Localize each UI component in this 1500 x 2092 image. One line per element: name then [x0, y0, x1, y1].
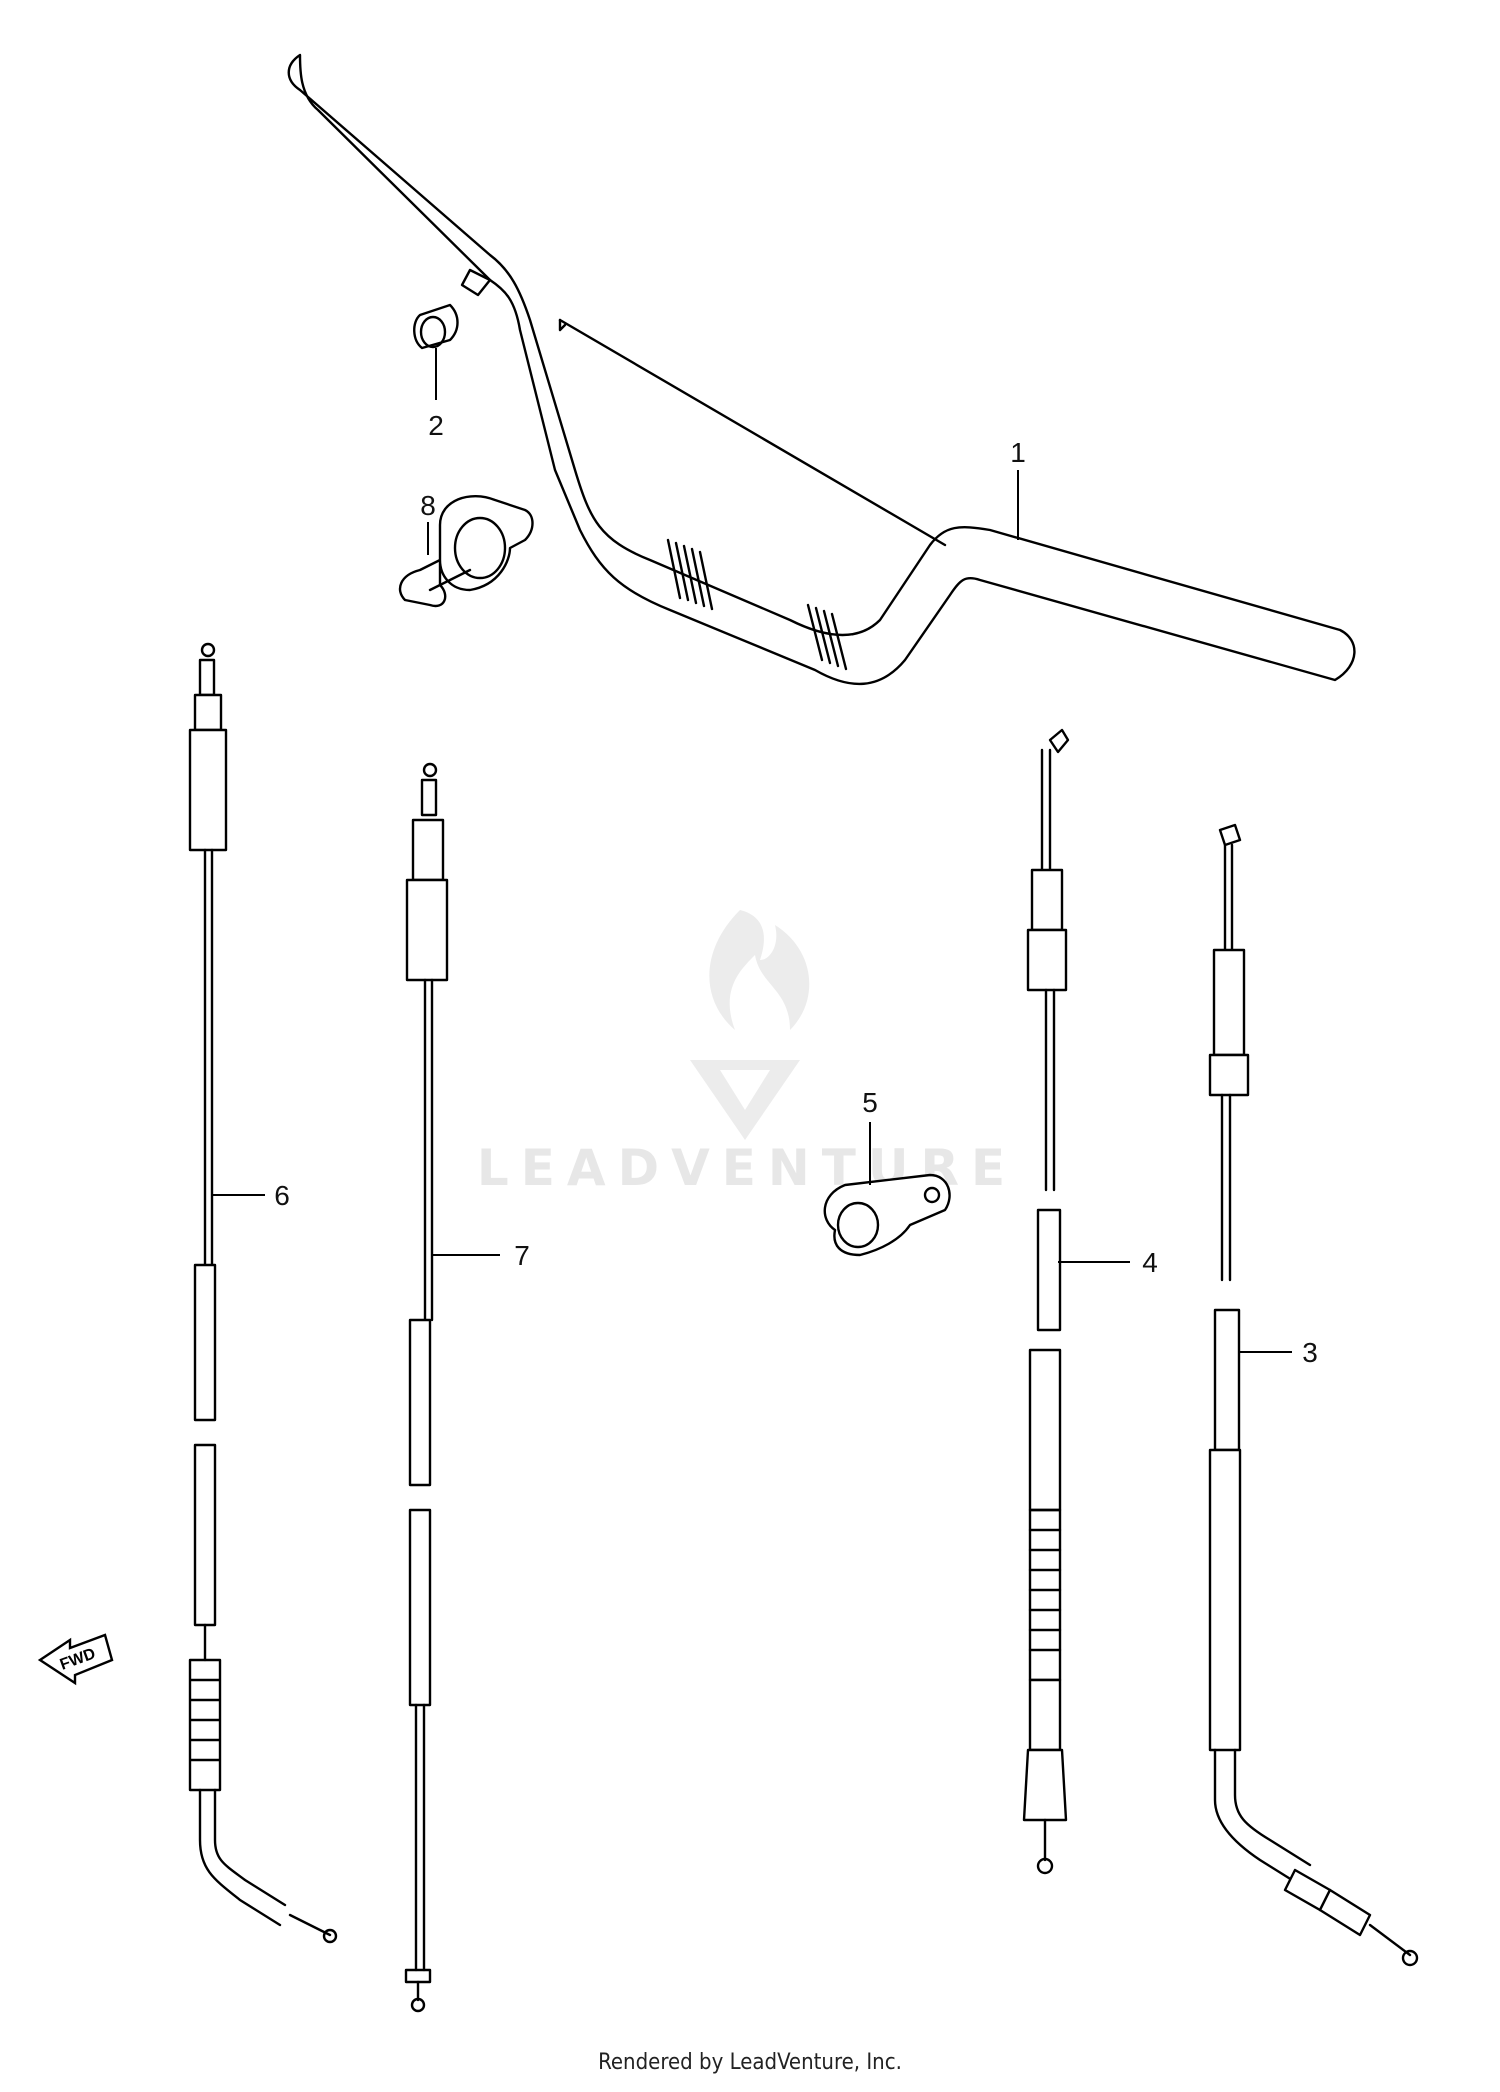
cable-6-part [188, 642, 338, 1944]
callout-5: 5 [862, 1087, 878, 1185]
watermark-flame-icon [709, 910, 810, 1030]
callout-2: 2 [428, 348, 444, 441]
cable-3-part [1208, 823, 1419, 1967]
footer-credit: Rendered by LeadVenture, Inc. [598, 2050, 902, 2075]
callout-2-label: 2 [428, 410, 444, 441]
leadventure-watermark: LEADVENTURE [477, 910, 1005, 1197]
watermark-v-icon [690, 1060, 800, 1140]
handlebar-part [287, 53, 1356, 686]
bar-end-plug-part [413, 303, 459, 350]
cable-4-part [1022, 728, 1070, 1875]
callout-7-label: 7 [514, 1240, 530, 1271]
cable-guide-part [823, 1173, 951, 1257]
callout-7: 7 [432, 1240, 530, 1271]
callout-1: 1 [1010, 437, 1026, 540]
callout-3: 3 [1240, 1337, 1318, 1368]
cable-clamp-part [398, 495, 534, 608]
fwd-arrow-icon: FWD [37, 1633, 114, 1686]
callout-1-label: 1 [1010, 437, 1026, 468]
cable-7-part [404, 762, 449, 2013]
callout-6-label: 6 [274, 1180, 290, 1211]
callout-4: 4 [1058, 1247, 1158, 1278]
callout-6: 6 [212, 1180, 290, 1211]
callout-8-label: 8 [420, 490, 436, 521]
callout-8: 8 [420, 490, 436, 555]
callout-4-label: 4 [1142, 1247, 1158, 1278]
callout-3-label: 3 [1302, 1337, 1318, 1368]
callout-5-label: 5 [862, 1087, 878, 1118]
